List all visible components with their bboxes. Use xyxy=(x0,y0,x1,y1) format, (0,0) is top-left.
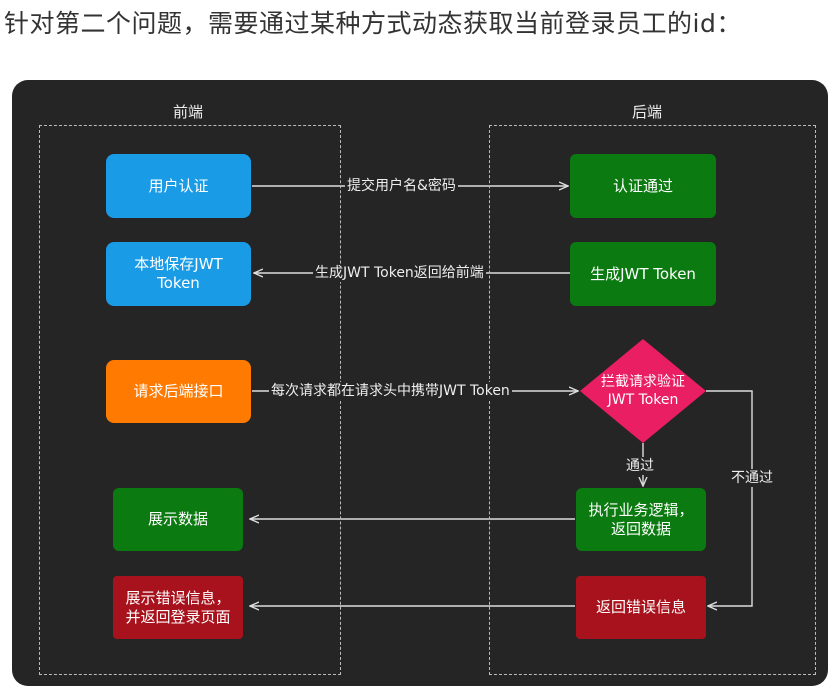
show-data-node: 展示数据 xyxy=(113,488,243,551)
request-api-node: 请求后端接口 xyxy=(106,360,251,423)
user-auth-node: 用户认证 xyxy=(106,154,251,218)
intercept-node-label: 拦截请求验证 JWT Token xyxy=(601,374,685,408)
exec-logic-node: 执行业务逻辑， 返回数据 xyxy=(576,488,706,551)
show-error-node: 展示错误信息， 并返回登录页面 xyxy=(113,576,243,639)
intercept-diamond xyxy=(580,339,706,443)
edge-pass-label: 通过 xyxy=(624,457,656,475)
edge-fail-label: 不通过 xyxy=(729,469,775,487)
edge-return-token-label: 生成JWT Token返回给前端 xyxy=(313,264,486,282)
edge-submit-label: 提交用户名&密码 xyxy=(345,177,458,195)
return-error-node: 返回错误信息 xyxy=(576,576,706,639)
backend-lane-title: 后端 xyxy=(632,103,663,121)
backend-lane xyxy=(489,125,816,675)
edge-carry-token-label: 每次请求都在请求头中携带JWT Token xyxy=(269,382,512,400)
page-heading: 针对第二个问题，需要通过某种方式动态获取当前登录员工的id： xyxy=(4,9,742,38)
frontend-lane xyxy=(39,125,341,675)
frontend-lane-title: 前端 xyxy=(173,103,204,121)
auth-pass-node: 认证通过 xyxy=(570,154,716,218)
edge-fail-arrow xyxy=(706,390,753,606)
gen-token-node: 生成JWT Token xyxy=(570,242,716,306)
save-token-node: 本地保存JWT Token xyxy=(106,242,251,306)
